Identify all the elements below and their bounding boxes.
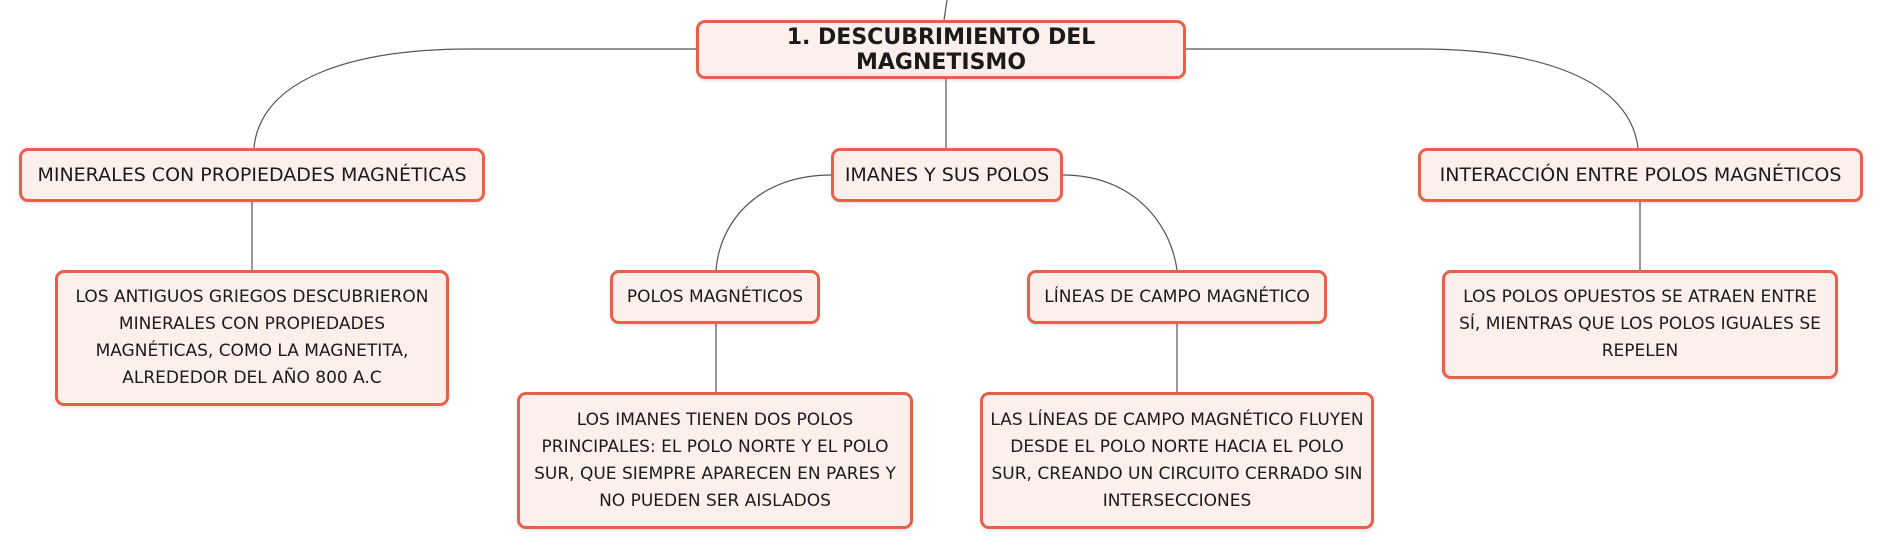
- detail-minerales-text: LOS ANTIGUOS GRIEGOS DESCUBRIERON MINERA…: [75, 287, 429, 388]
- topic-imanes-polos-label: IMANES Y SUS POLOS: [844, 164, 1050, 186]
- connector-root-to-interaccion: [1186, 48, 1639, 149]
- topic-interaccion[interactable]: INTERACCIÓN ENTRE POLOS MAGNÉTICOS: [1418, 148, 1863, 202]
- topic-minerales[interactable]: MINERALES CON PROPIEDADES MAGNÉTICAS: [19, 148, 485, 202]
- root-node-label: 1. DESCUBRIMIENTO DEL MAGNETISMO: [786, 24, 1096, 75]
- subtopic-polos-magneticos[interactable]: POLOS MAGNÉTICOS: [610, 270, 820, 324]
- detail-lineas-campo[interactable]: LAS LÍNEAS DE CAMPO MAGNÉTICO FLUYEN DES…: [980, 392, 1374, 529]
- detail-lineas-campo-text: LAS LÍNEAS DE CAMPO MAGNÉTICO FLUYEN DES…: [990, 409, 1364, 511]
- connector-imanes-to-polos: [715, 174, 832, 271]
- detail-polos-magneticos[interactable]: LOS IMANES TIENEN DOS POLOS PRINCIPALES:…: [517, 392, 913, 529]
- subtopic-lineas-campo-label: LÍNEAS DE CAMPO MAGNÉTICO: [1044, 287, 1310, 307]
- detail-interaccion[interactable]: LOS POLOS OPUESTOS SE ATRAEN ENTRE SÍ, M…: [1442, 270, 1838, 379]
- topic-imanes-polos[interactable]: IMANES Y SUS POLOS: [831, 148, 1063, 202]
- connector-top-incoming: [943, 0, 948, 21]
- subtopic-polos-magneticos-label: POLOS MAGNÉTICOS: [626, 287, 804, 307]
- detail-minerales[interactable]: LOS ANTIGUOS GRIEGOS DESCUBRIERON MINERA…: [55, 270, 449, 406]
- connector-root-to-minerals: [253, 48, 696, 149]
- root-node[interactable]: 1. DESCUBRIMIENTO DEL MAGNETISMO: [696, 20, 1186, 79]
- topic-interaccion-label: INTERACCIÓN ENTRE POLOS MAGNÉTICOS: [1439, 164, 1842, 186]
- topic-minerales-label: MINERALES CON PROPIEDADES MAGNÉTICAS: [37, 164, 467, 186]
- detail-polos-magneticos-text: LOS IMANES TIENEN DOS POLOS PRINCIPALES:…: [534, 409, 896, 511]
- detail-interaccion-text: LOS POLOS OPUESTOS SE ATRAEN ENTRE SÍ, M…: [1459, 287, 1821, 361]
- connector-imanes-to-lineas: [1062, 174, 1178, 271]
- subtopic-lineas-campo[interactable]: LÍNEAS DE CAMPO MAGNÉTICO: [1027, 270, 1327, 324]
